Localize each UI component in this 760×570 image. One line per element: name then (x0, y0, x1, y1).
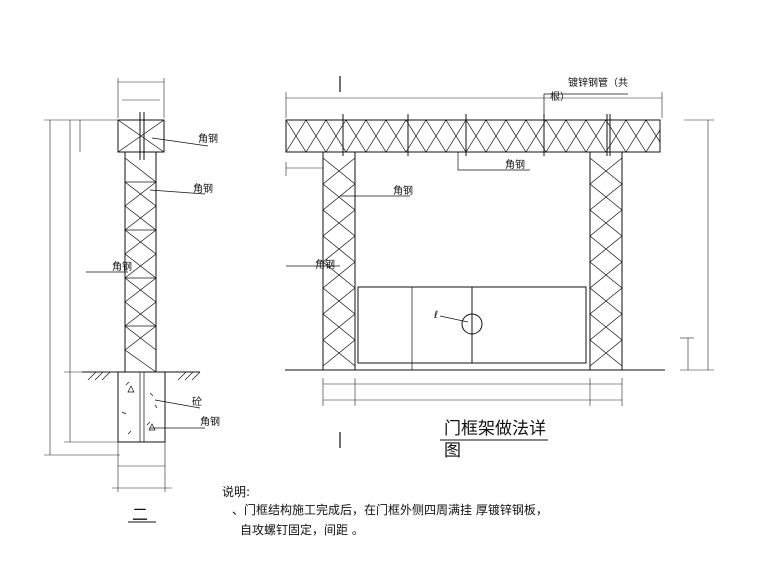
label-angle-top: 角钢 (505, 158, 525, 171)
notes-heading: 说明: (222, 484, 250, 499)
label-side-angle-1: 角钢 (193, 182, 213, 195)
label-side-angle-2: 角钢 (112, 260, 132, 273)
side-foundation (117, 371, 166, 443)
front-top-beam (285, 119, 661, 153)
label-angle-mid: 角钢 (393, 184, 413, 197)
drawing-title-line1: 门框架做法详 (444, 419, 546, 439)
gate-lock-circle (461, 313, 483, 335)
notes-line-1: 、门框结构施工完成后，在门框外侧四周满挂 厚镀锌钢板， (232, 502, 548, 517)
leader-angle-1 (149, 189, 206, 195)
leader-concrete (154, 399, 201, 409)
side-top-box (117, 119, 165, 153)
section-mark: 二 (132, 505, 148, 524)
front-beam-truss (285, 119, 661, 153)
front-right-column (589, 151, 623, 371)
notes-block: 说明: 、门框结构施工完成后，在门框外侧四周满挂 厚镀锌钢板， 自攻螺钉固定，间… (222, 484, 548, 537)
notes-line-2: 自攻螺钉固定，间距 。 (240, 522, 364, 537)
leader-top-steel (151, 137, 209, 147)
label-circle-mark: ℓ (434, 310, 438, 321)
drawing-title-line2: 图 (444, 441, 461, 461)
label-galv-pipe-2: 根） (550, 90, 570, 103)
label-side-angle-3: 角钢 (200, 415, 220, 428)
label-angle-left: 角钢 (315, 258, 335, 271)
leader-galv-pipe (543, 93, 628, 124)
label-side-concrete: 砼 (192, 395, 202, 408)
side-section-view: 二 角钢 角钢 角钢 砼 角钢 (44, 78, 220, 524)
front-elevation-view: 镀锌钢管（共 根） 角钢 角钢 角钢 ℓ 门框架做法详 图 (285, 76, 714, 461)
label-galv-pipe-1: 镀锌钢管（共 (568, 76, 628, 89)
label-side-top-steel: 角钢 (198, 132, 218, 145)
leader-angle-top (457, 152, 530, 171)
